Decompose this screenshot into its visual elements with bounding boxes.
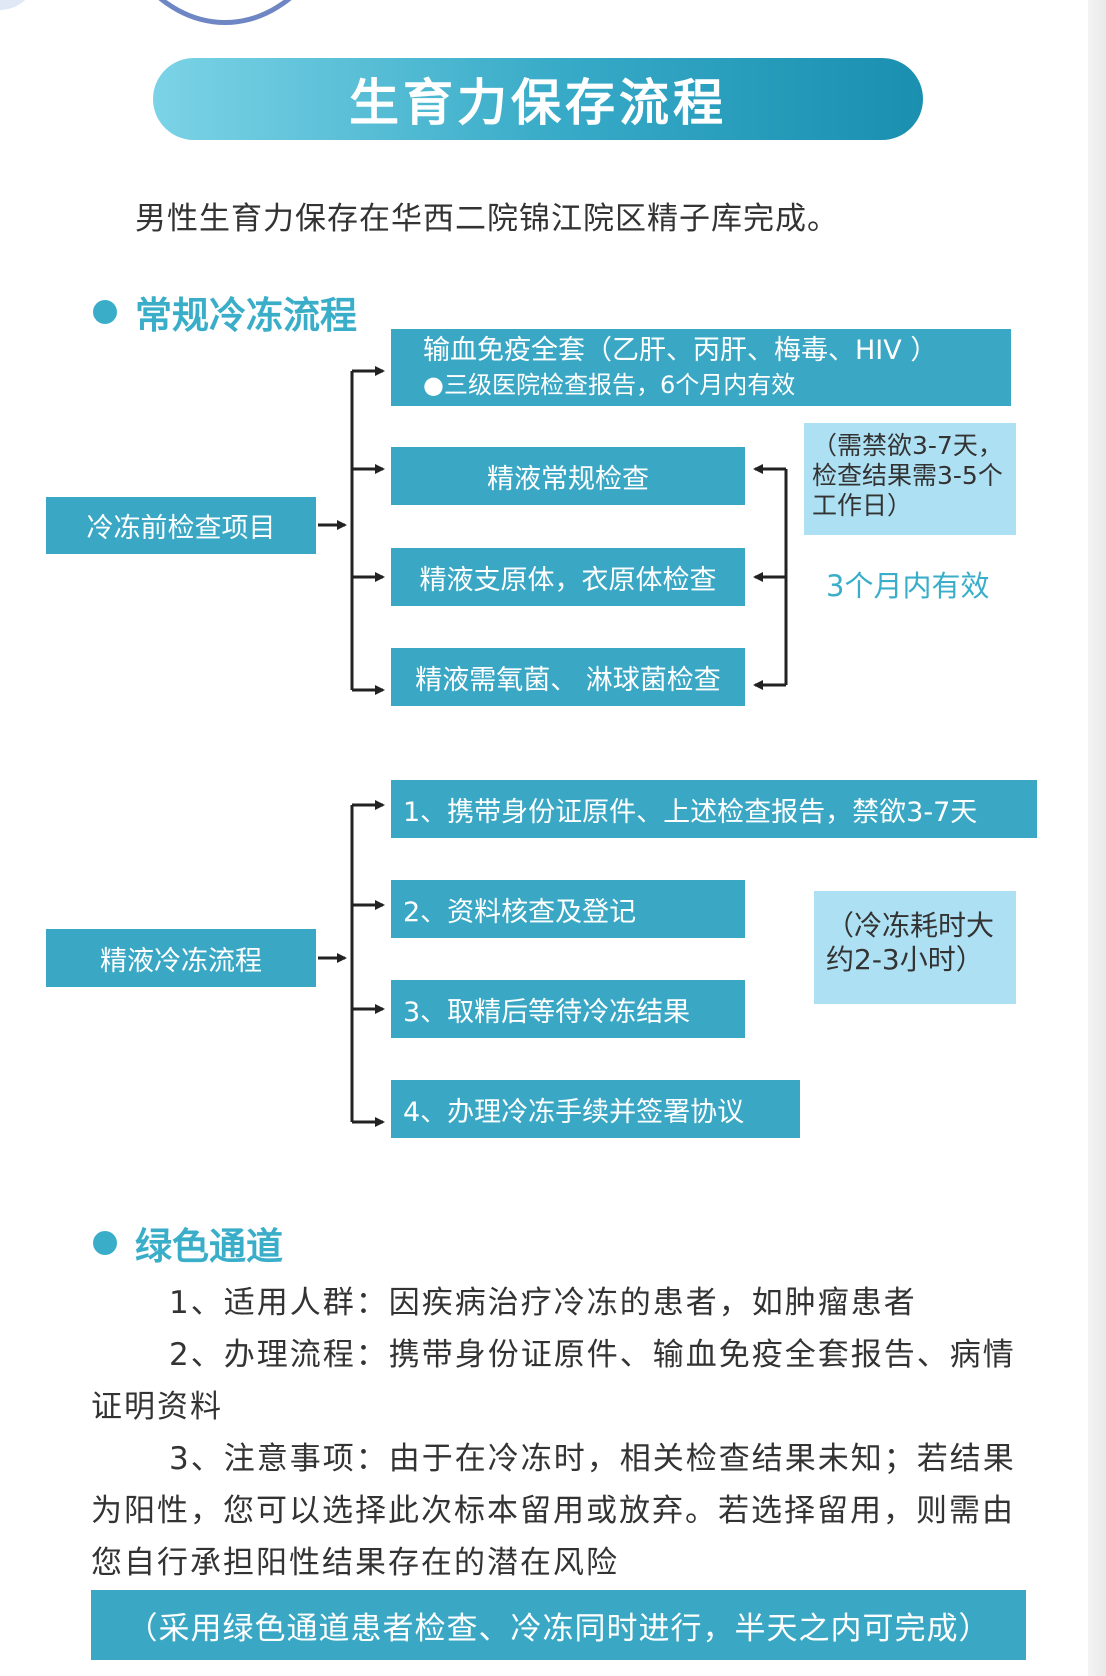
section-heading-green-channel: 绿色通道 [93,1216,283,1270]
green-channel-footer: （采用绿色通道患者检查、冷冻同时进行，半天之内可完成） [91,1590,1026,1660]
section-heading-label: 常规冷冻流程 [135,294,357,337]
freeze-step-2: 2、资料核查及登记 [391,880,745,938]
page-title: 生育力保存流程 [153,58,923,140]
green-channel-item-2: 2、办理流程：携带身份证原件、输血免疫全套报告、病情证明资料 [91,1337,1016,1425]
bullet-dot [93,1231,117,1255]
intro-text: 男性生育力保存在华西二院锦江院区精子库完成。 [135,201,839,237]
freeze-duration-note: （冷冻耗时大约2-3小时） [814,891,1016,1004]
item-1-line2: ●三级医院检查报告，6个月内有效 [423,370,796,399]
freeze-step-4: 4、办理冷冻手续并签署协议 [391,1080,800,1138]
validity-note: 3个月内有效 [826,569,990,603]
freeze-step-3: 3、取精后等待冷冻结果 [391,980,745,1038]
pre-freeze-item-3: 精液支原体，衣原体检查 [391,548,745,606]
item-1-line1: 输血免疫全套（乙肝、丙肝、梅毒、HIV ） [423,334,938,366]
green-channel-item-3: 3、注意事项：由于在冷冻时，相关检查结果未知；若结果为阳性，您可以选择此次标本留… [91,1441,1016,1581]
section-heading-label: 绿色通道 [135,1225,283,1268]
freeze-step-1: 1、携带身份证原件、上述检查报告，禁欲3-7天 [391,780,1037,838]
section-heading-routine: 常规冷冻流程 [93,285,357,339]
freeze-process-root-box: 精液冷冻流程 [46,929,316,987]
abstinence-note: （需禁欲3-7天，检查结果需3-5个工作日） [804,423,1016,535]
pre-freeze-item-2: 精液常规检查 [391,447,745,505]
pre-freeze-item-1: 输血免疫全套（乙肝、丙肝、梅毒、HIV ） ●三级医院检查报告，6个月内有效 [391,329,1011,406]
pre-freeze-root-box: 冷冻前检查项目 [46,497,316,554]
pre-freeze-item-4: 精液需氧菌、 淋球菌检查 [391,648,745,706]
bullet-dot [93,300,117,324]
page-edge [1088,0,1106,1676]
green-channel-item-1: 1、适用人群：因疾病治疗冷冻的患者，如肿瘤患者 [169,1285,917,1321]
green-channel-items: 1、适用人群：因疾病治疗冷冻的患者，如肿瘤患者 2、办理流程：携带身份证原件、输… [91,1277,1026,1589]
